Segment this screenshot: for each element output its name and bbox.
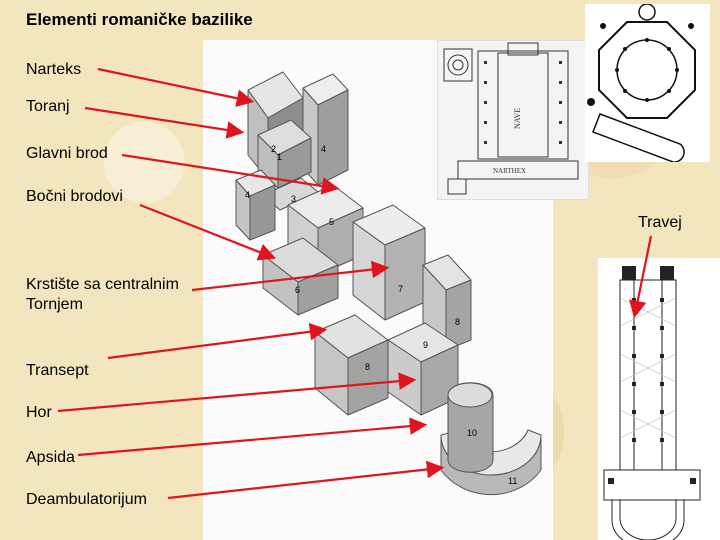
label-krstiste: Krstište sa centralnim Tornjem: [26, 275, 179, 315]
block-number: 6: [295, 285, 300, 295]
floor-plan-drawing: NAVE NARTHEX: [443, 42, 579, 195]
block-number: 8: [455, 317, 460, 327]
plan-label-nave: NAVE: [513, 108, 522, 129]
block-number: 9: [423, 340, 428, 350]
label-krstiste-line2: Tornjem: [26, 296, 83, 313]
label-narteks: Narteks: [26, 61, 82, 78]
octagon-plan-drawing: [587, 4, 696, 162]
octagonal-church-plan: [585, 4, 710, 162]
plan-label-narthex: NARTHEX: [493, 167, 526, 175]
label-krstiste-line1: Krstište sa centralnim: [26, 276, 179, 293]
basilica-floor-plan: NAVE NARTHEX: [437, 40, 589, 200]
cathedral-plan-travej: [598, 258, 720, 540]
block-number: 3: [291, 194, 296, 204]
block-number: 2: [271, 144, 276, 154]
block-number: 11: [508, 476, 517, 486]
block-number: 4: [245, 190, 250, 200]
label-toranj: Toranj: [26, 98, 70, 115]
block-number: 8: [365, 362, 370, 372]
label-hor: Hor: [26, 404, 52, 421]
block-number: 7: [398, 284, 403, 294]
block-number: 1: [277, 152, 282, 162]
block-number: 10: [467, 428, 477, 438]
block-number: 5: [329, 217, 334, 227]
label-apsida: Apsida: [26, 449, 75, 466]
label-bocni-brodovi: Bočni brodovi: [26, 188, 123, 205]
slide-title: Elementi romaničke bazilike: [26, 10, 253, 29]
label-glavni-brod: Glavni brod: [26, 145, 108, 162]
label-deambulatorijum: Deambulatorijum: [26, 491, 147, 508]
block-number: 4: [321, 144, 326, 154]
cathedral-plan-drawing: [603, 266, 701, 540]
label-travej: Travej: [638, 214, 682, 231]
label-transept: Transept: [26, 362, 89, 379]
